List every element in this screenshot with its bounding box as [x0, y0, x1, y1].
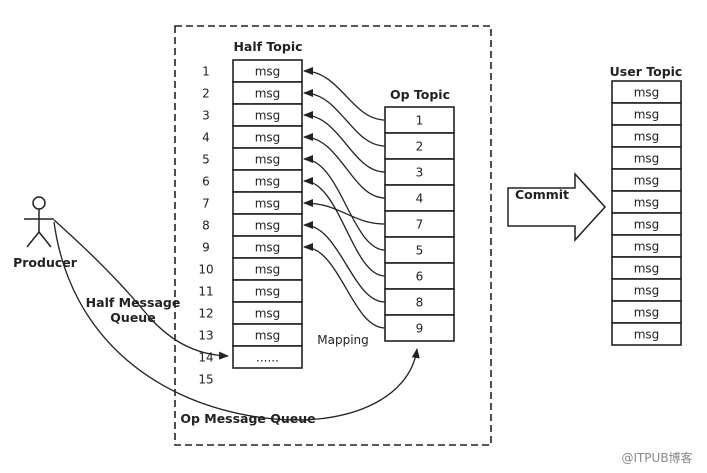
mapping-arrow — [303, 177, 386, 277]
op-topic-cell — [384, 106, 455, 134]
half-topic-row-number: 4 — [202, 131, 210, 145]
half-topic-cell-text: msg — [255, 197, 281, 211]
op-topic-title: Op Topic — [390, 87, 450, 102]
user-topic-cell-text: msg — [634, 218, 660, 232]
user-topic-cell-text: msg — [634, 328, 660, 342]
op-message-queue-arrow — [53, 221, 420, 421]
user-topic-cell-text: msg — [634, 174, 660, 188]
user-topic-cell-text: msg — [634, 262, 660, 276]
half-message-queue-label-line1: Half Message — [86, 295, 181, 310]
half-topic-row-number: 3 — [202, 109, 210, 123]
op-topic-cell-text: 9 — [416, 322, 424, 336]
op-topic-cell-text: 6 — [416, 270, 424, 284]
half-topic-cell-text: msg — [255, 65, 281, 79]
mapping-arrow — [303, 111, 386, 173]
op-topic-queue: 1 2 3 4 7 5 6 8 9 — [384, 106, 455, 342]
user-topic-cell-text: msg — [634, 196, 660, 210]
op-topic-cell-text: 5 — [416, 244, 424, 258]
half-topic-row-number: 11 — [198, 285, 213, 299]
half-topic-cell-text: ...... — [256, 351, 279, 365]
op-topic-cell-text: 7 — [416, 218, 424, 232]
half-topic-cell-text: msg — [255, 241, 281, 255]
half-topic-queue: msg msg msg msg msg msg msg msg msg msg msg msg msg.… — [232, 59, 303, 369]
user-topic-cell-text: msg — [634, 240, 660, 254]
mapping-label: Mapping — [317, 333, 369, 347]
half-topic-row-number: 12 — [198, 307, 213, 321]
half-topic-cell-text: msg — [255, 285, 281, 299]
user-topic-cell-text: msg — [634, 152, 660, 166]
half-topic-cell-text: msg — [255, 87, 281, 101]
half-topic-cell-text: msg — [255, 109, 281, 123]
mapping-arrows — [303, 67, 386, 329]
op-message-queue-label: Op Message Queue — [180, 411, 315, 426]
mapping-arrow — [303, 221, 386, 303]
half-topic-row-number: 1 — [202, 65, 210, 79]
user-topic-queue: msg msg msg msg msg msg msg msg msg msg msg msg — [611, 80, 682, 346]
half-topic-row-number: 15 — [198, 373, 213, 387]
half-topic-cell-text: msg — [255, 219, 281, 233]
mapping-arrow — [303, 155, 386, 251]
mapping-arrow — [303, 89, 386, 147]
user-topic-cell-text: msg — [634, 284, 660, 298]
broker-boundary — [174, 25, 492, 446]
mapping-arrow — [303, 199, 386, 225]
commit-label: Commit — [515, 187, 569, 202]
half-topic-cell — [232, 345, 303, 369]
half-topic-cell-text: msg — [255, 329, 281, 343]
user-topic-cell-text: msg — [634, 108, 660, 122]
op-topic-cell — [384, 184, 455, 212]
user-topic-cell-text: msg — [634, 86, 660, 100]
half-topic-row-number: 8 — [202, 219, 210, 233]
half-topic-cell-text: msg — [255, 307, 281, 321]
half-topic-cell-text: msg — [255, 175, 281, 189]
half-topic-cell-text: msg — [255, 131, 281, 145]
mapping-arrow — [303, 243, 386, 329]
op-topic-cell — [384, 210, 455, 238]
half-topic-row-number: 7 — [202, 197, 210, 211]
commit-arrow — [507, 172, 607, 242]
op-topic-cell-text: 8 — [416, 296, 424, 310]
op-topic-cell — [384, 236, 455, 264]
producer-actor-icon — [24, 196, 54, 248]
watermark-text: @ITPUB博客 — [621, 450, 692, 465]
half-topic-title: Half Topic — [233, 39, 302, 54]
op-topic-cell-text: 1 — [416, 114, 424, 128]
mapping-arrow — [303, 133, 386, 199]
user-topic-title: User Topic — [610, 64, 683, 79]
half-topic-cell-text: msg — [255, 263, 281, 277]
user-topic-cell-text: msg — [634, 306, 660, 320]
half-topic-row-number: 10 — [198, 263, 213, 277]
half-topic-row-number: 2 — [202, 87, 210, 101]
half-topic-row-number: 13 — [198, 329, 213, 343]
half-topic-row-number: 6 — [202, 175, 210, 189]
half-topic-row-number: 9 — [202, 241, 210, 255]
user-topic-cell-text: msg — [634, 130, 660, 144]
op-topic-cell — [384, 314, 455, 342]
producer-label: Producer — [13, 255, 78, 270]
op-topic-cell-text: 3 — [416, 166, 424, 180]
mapping-arrow — [303, 67, 386, 121]
half-topic-row-number: 5 — [202, 153, 210, 167]
half-topic-cell-text: msg — [255, 153, 281, 167]
op-topic-cell — [384, 262, 455, 290]
op-topic-cell-text: 4 — [416, 192, 424, 206]
user-topic-cell — [611, 322, 682, 346]
op-topic-cell-text: 2 — [416, 140, 424, 154]
half-message-queue-arrow — [53, 219, 229, 360]
half-message-queue-label-line2: Queue — [110, 310, 155, 325]
